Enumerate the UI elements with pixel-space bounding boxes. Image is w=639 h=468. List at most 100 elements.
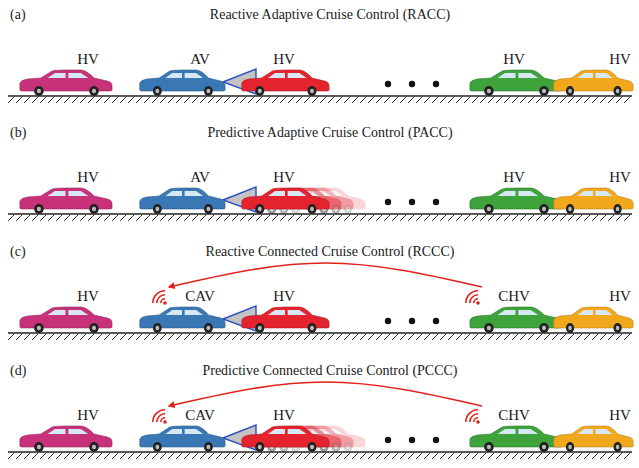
road-hatch (464, 334, 470, 340)
road-hatch (168, 453, 174, 459)
car-icon (138, 170, 226, 214)
vehicle-label: HV (609, 170, 631, 185)
road-hatch (104, 97, 110, 103)
road-hatch (608, 97, 614, 103)
road-hatch (48, 334, 54, 340)
road-hatch (368, 334, 374, 340)
car-shape (554, 307, 634, 333)
road-hatch (496, 334, 502, 340)
road-hatch (576, 215, 582, 221)
road-hatch (552, 453, 558, 459)
road-hatch (432, 453, 438, 459)
car-window (518, 191, 538, 196)
road-hatch (312, 334, 318, 340)
vehicle: CAV (138, 408, 226, 452)
car-wheel (308, 204, 317, 214)
vehicle: HV (18, 170, 113, 214)
road-hatch (624, 215, 630, 221)
road-hatch (392, 453, 398, 459)
road-hatch (360, 334, 366, 340)
road-hatch (80, 334, 86, 340)
road-hatch (576, 334, 582, 340)
car-window (288, 191, 307, 196)
road-hatch (48, 215, 54, 221)
road-hatch (120, 334, 126, 340)
road-hatch (232, 97, 238, 103)
road-hatch (616, 453, 622, 459)
road-hatch (64, 215, 70, 221)
road-hatch (384, 334, 390, 340)
road-hatch (600, 334, 606, 340)
car-wheel (153, 204, 162, 214)
road-hatch (560, 334, 566, 340)
road-hatch (424, 334, 430, 340)
road-hatch (448, 215, 454, 221)
road-hatch (112, 334, 118, 340)
road-hatch (520, 334, 526, 340)
car-wheel (89, 323, 99, 333)
road-hatch (616, 215, 622, 221)
vehicle-label: HV (609, 52, 631, 67)
road-hatch (224, 97, 230, 103)
road-hatch (216, 215, 222, 221)
wireless-icon (152, 290, 167, 305)
road-hatch (184, 97, 190, 103)
car-hub (616, 326, 620, 330)
car-wheel (89, 204, 99, 214)
vehicle: AV (138, 52, 226, 96)
car-body (242, 307, 329, 328)
vehicle: HV (18, 289, 113, 333)
car-wheel (34, 323, 44, 333)
road-hatch (416, 453, 422, 459)
car-body (554, 70, 634, 91)
vehicle-label: HV (273, 170, 295, 185)
road-hatch (368, 453, 374, 459)
road-hatch (544, 334, 550, 340)
road-line (8, 332, 632, 334)
car-wheel (255, 86, 264, 96)
road-hatch (376, 334, 382, 340)
ellipsis-dot (409, 318, 415, 324)
road-hatch (24, 215, 30, 221)
road-hatch (136, 334, 142, 340)
car-body (242, 426, 329, 447)
car-hub (310, 326, 314, 330)
road-hatch (144, 334, 150, 340)
road-hatch (120, 453, 126, 459)
vehicle: HV (240, 170, 330, 214)
car-hub (206, 326, 210, 330)
road-hatch (336, 334, 342, 340)
road-hatch (232, 453, 238, 459)
road-hatch (328, 453, 334, 459)
road-hatch (512, 97, 518, 103)
road-hatch (336, 215, 342, 221)
road-hatch (176, 453, 182, 459)
car-wheel (566, 323, 574, 333)
road-hatch (448, 97, 454, 103)
road-hatch (456, 215, 462, 221)
car-wheel (34, 86, 44, 96)
car-window (497, 310, 515, 315)
car-window (47, 191, 65, 196)
road-hatch (240, 453, 246, 459)
car-shape (140, 307, 225, 333)
car-hub (258, 326, 262, 330)
panel-letter: (d) (10, 364, 26, 378)
vehicle: HV (240, 52, 330, 96)
road-hatch (512, 334, 518, 340)
car-body (140, 70, 225, 91)
car-hub (155, 89, 159, 93)
car-shape (470, 188, 562, 214)
road-hatch (160, 97, 166, 103)
car-shape (470, 70, 562, 96)
road-hatch (104, 453, 110, 459)
road-hatch (408, 453, 414, 459)
road-hatch (304, 97, 310, 103)
car-body (20, 70, 112, 91)
road-hatch (496, 97, 502, 103)
vehicle: CHV (468, 408, 563, 452)
road-hatch (568, 334, 574, 340)
car-window (497, 73, 515, 78)
road-hatch (312, 215, 318, 221)
road-hatch (16, 453, 22, 459)
